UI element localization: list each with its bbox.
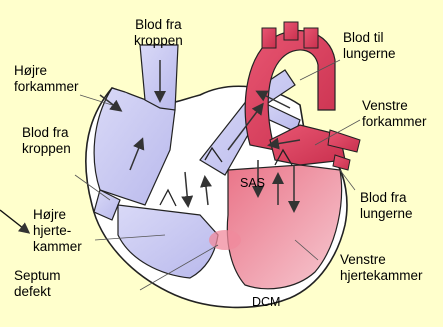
label-right-ventricle: Højre hjerte- kammer — [33, 207, 82, 255]
aortic-branch-2 — [284, 22, 298, 40]
label-blood-from-body-left: Blod fra kroppen — [22, 125, 71, 157]
aortic-branch-3 — [304, 28, 318, 48]
label-sas: SAS — [240, 175, 265, 191]
label-left-ventricle: Venstre hjertekammer — [340, 252, 423, 284]
label-blood-from-body-top: Blod fra kroppen — [134, 17, 183, 49]
label-blood-to-lungs: Blod til lungerne — [343, 30, 396, 62]
aortic-branch-1 — [262, 28, 276, 48]
septum-pointer-arrow — [0, 210, 28, 232]
label-right-atrium: Højre forkammer — [14, 63, 79, 95]
label-septum-defect: Septum defekt — [14, 268, 61, 300]
label-blood-from-lungs: Blod fra lungerne — [360, 190, 413, 222]
label-left-atrium: Venstre forkammer — [362, 98, 427, 130]
label-dcm: DCM — [252, 294, 280, 310]
superior-vena-cava — [140, 45, 178, 110]
